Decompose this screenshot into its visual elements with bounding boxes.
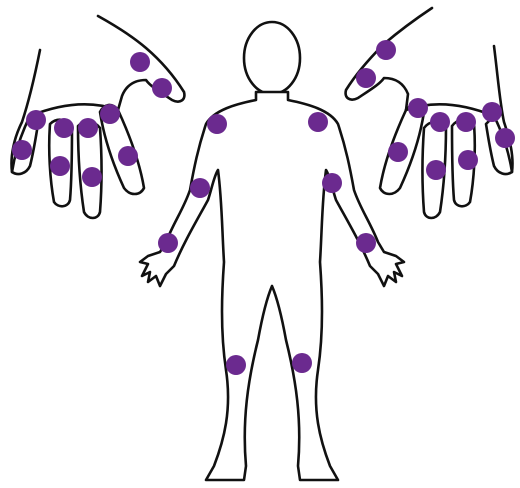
- marker-right-elbow: [322, 173, 342, 193]
- marker-left-elbow: [190, 178, 210, 198]
- marker-right-knee: [292, 353, 312, 373]
- marker-left-hand-middle-base: [78, 118, 98, 138]
- marker-right-hand-ring-mid: [458, 150, 478, 170]
- marker-right-hand-pinky-mid: [495, 128, 515, 148]
- marker-left-hand-pinky-base: [26, 110, 46, 130]
- marker-left-hand-index-base: [100, 104, 120, 124]
- marker-right-hand-thumb-tip: [376, 40, 396, 60]
- marker-left-hand-pinky-mid: [12, 140, 32, 160]
- marker-right-hand-index-mid: [388, 142, 408, 162]
- marker-left-hand-index-mid: [118, 146, 138, 166]
- marker-right-hand-middle-mid: [426, 160, 446, 180]
- torso-and-limbs: [140, 92, 404, 480]
- head: [244, 22, 300, 94]
- marker-left-hand-middle-mid: [82, 167, 102, 187]
- marker-right-hand-middle-base: [430, 112, 450, 132]
- marker-right-shoulder: [308, 112, 328, 132]
- marker-left-wrist: [158, 233, 178, 253]
- marker-left-hand-thumb-base: [152, 78, 172, 98]
- marker-left-shoulder: [207, 114, 227, 134]
- marker-left-hand-ring-base: [54, 118, 74, 138]
- marker-left-hand-ring-mid: [50, 156, 70, 176]
- marker-left-hand-thumb-tip: [130, 52, 150, 72]
- marker-left-knee: [226, 355, 246, 375]
- marker-right-hand-thumb-base: [356, 68, 376, 88]
- marker-right-hand-index-base: [408, 98, 428, 118]
- marker-right-hand-pinky-base: [482, 102, 502, 122]
- marker-right-hand-ring-base: [456, 112, 476, 132]
- marker-right-wrist: [356, 233, 376, 253]
